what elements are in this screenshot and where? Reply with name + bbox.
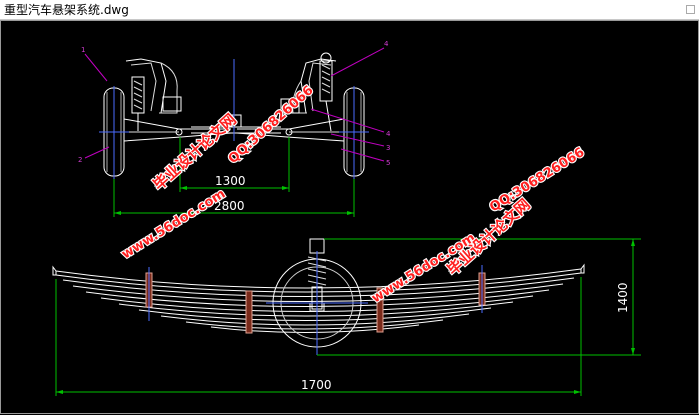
watermark-brand-b: 毕业设计论文网 xyxy=(444,195,534,279)
dimension-arrows-front xyxy=(114,186,354,215)
front-view-dimension-lines xyxy=(113,137,355,217)
leader-label-5: 5 xyxy=(386,159,390,167)
leader-label-2: 2 xyxy=(78,156,82,164)
dimension-1300: 1300 xyxy=(215,174,246,188)
dimension-1400: 1400 xyxy=(616,282,630,313)
window-control-button[interactable] xyxy=(686,5,695,14)
leader-label-1: 1 xyxy=(81,46,85,54)
leaf-1 xyxy=(55,268,582,289)
cad-drawing-canvas[interactable]: 1 2 4 4 3 5 1300 2800 xyxy=(0,20,699,414)
watermark-qq-b: QQ:306826066 xyxy=(487,145,587,215)
dimension-1700: 1700 xyxy=(301,378,332,392)
front-view-leader-lines xyxy=(84,47,385,162)
leader-label-3: 3 xyxy=(386,144,390,152)
leader-label-4: 4 xyxy=(386,130,391,138)
leader-number-labels: 1 2 4 4 3 5 xyxy=(78,40,391,167)
watermark-group-a: www.56doc.com QQ:306826066 毕业设计论文网 xyxy=(118,82,317,264)
side-view-dimension-lines xyxy=(55,238,641,396)
dimension-arrows-side xyxy=(56,239,635,394)
window-titlebar: 重型汽车悬架系统.dwg xyxy=(0,0,699,20)
watermark-site-a: www.56doc.com xyxy=(119,186,228,262)
watermark-group-b: www.56doc.com QQ:306826066 毕业设计论文网 xyxy=(368,144,588,308)
side-view-centerlines xyxy=(148,251,483,355)
front-view-centerlines xyxy=(99,59,369,179)
watermark-qq-a: QQ:306826066 xyxy=(226,83,317,167)
window-title: 重型汽车悬架系统.dwg xyxy=(4,3,129,17)
leader-label-4-top: 4 xyxy=(384,40,389,48)
cad-drawing-svg: 1 2 4 4 3 5 1300 2800 xyxy=(52,40,641,396)
dimension-2800: 2800 xyxy=(214,199,245,213)
